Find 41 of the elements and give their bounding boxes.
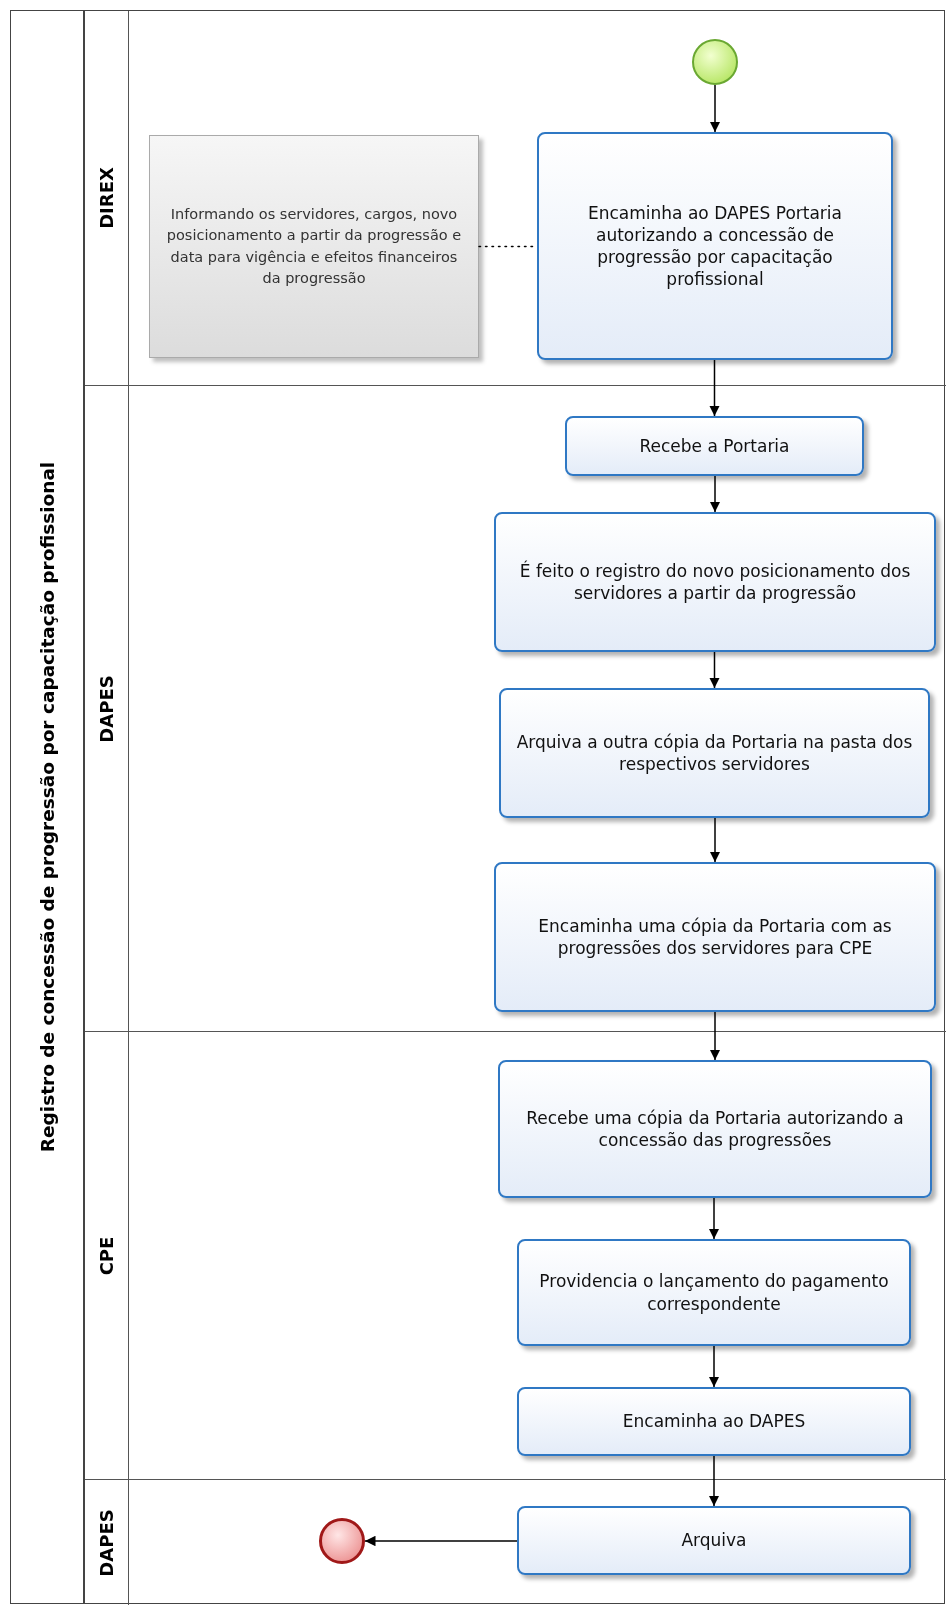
pool-title: Registro de concessão de progressão por capacitação profissional (36, 461, 58, 1153)
sequence-arrow (708, 1197, 720, 1240)
swimlane (85, 1479, 946, 1605)
task-label: Recebe a Portaria (639, 434, 790, 458)
start-event-circle (692, 39, 738, 85)
sequence-arrow (709, 651, 720, 689)
sequence-arrow (709, 475, 721, 513)
annotation-text: Informando os servidores, cargos, novo posicionamento a partir da progressão e data para vigência e efeitos financeiros da progressão (165, 205, 463, 288)
task-label: É feito o registro do novo posicionamento dos servidores a partir da progressão (518, 559, 912, 605)
sequence-arrow (364, 1535, 518, 1547)
sequence-arrow (709, 817, 721, 863)
task-label: Recebe uma cópia da Portaria autorizando a concessão das progressões (525, 1106, 905, 1152)
task-box (565, 416, 864, 476)
task-box (537, 132, 893, 360)
annotation-box (149, 135, 479, 358)
task-box (517, 1506, 911, 1575)
lane-label: DAPES (95, 674, 117, 743)
lane-label: DIREX (95, 167, 117, 229)
task-label: Encaminha ao DAPES Portaria autorizando a concessão de progressão por capacitação profissional (587, 201, 843, 291)
lane-label: CPE (95, 1236, 117, 1275)
pool (10, 10, 945, 1604)
task-box (494, 862, 936, 1012)
lane-label: DAPES (95, 1508, 117, 1577)
task-box (499, 688, 930, 818)
sequence-arrow (709, 359, 720, 417)
end-event-circle (319, 1518, 365, 1564)
sequence-arrow (708, 1345, 720, 1388)
swimlane (85, 385, 946, 1031)
task-box (498, 1060, 932, 1198)
sequence-arrow (709, 1011, 721, 1061)
task-label: Arquiva (681, 1529, 747, 1552)
sequence-arrow (709, 84, 721, 133)
task-label: Encaminha ao DAPES (622, 1410, 806, 1433)
task-label: Providencia o lançamento do pagamento correspondente (538, 1270, 890, 1315)
swimlane (85, 1031, 946, 1479)
task-box (494, 512, 936, 652)
task-label: Arquiva a outra cópia da Portaria na pasta dos respectivos servidores (515, 730, 914, 776)
sequence-arrow (708, 1455, 720, 1507)
task-label: Encaminha uma cópia da Portaria com as progressões dos servidores para CPE (537, 914, 893, 960)
task-box (517, 1387, 911, 1456)
task-box (517, 1239, 911, 1346)
